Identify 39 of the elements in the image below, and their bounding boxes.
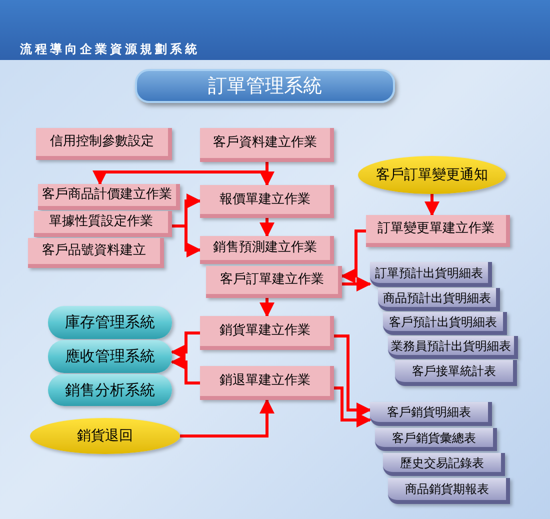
title-pill: 訂單管理系統 (135, 69, 395, 103)
report-document: 業務員預計出貨明細表 (388, 336, 518, 359)
process-box: 銷退單建立作業 (200, 366, 334, 400)
arrow (260, 298, 274, 318)
arrow (334, 334, 372, 418)
arrow (334, 386, 372, 428)
process-box: 銷售預測建立作業 (200, 236, 334, 264)
arrow (342, 276, 372, 292)
arrow (424, 194, 440, 216)
report-document: 客戶銷貨明細表 (370, 402, 492, 426)
system-cylinder: 銷售分析系統 (48, 374, 172, 406)
arrow (260, 218, 274, 238)
subtitle-text: 流程導向企業資源規劃系統 (20, 41, 200, 58)
arrow (172, 224, 202, 258)
arrow (170, 354, 200, 384)
system-cylinder: 庫存管理系統 (48, 306, 172, 339)
event-ellipse: 銷貨退回 (30, 418, 180, 454)
process-box: 信用控制參數設定 (36, 128, 172, 160)
arrow (170, 332, 200, 360)
arrow (180, 398, 274, 438)
arrow (92, 162, 268, 186)
process-box: 報價單建立作業 (200, 185, 334, 218)
process-box: 單據性質設定作業 (34, 211, 172, 237)
report-document: 訂單預計出貨明細表 (370, 262, 492, 287)
report-document: 客戶預計出貨明細表 (383, 312, 507, 335)
process-box: 銷貨單建立作業 (200, 316, 334, 350)
report-document: 商品銷貨期報表 (388, 478, 510, 504)
process-box: 訂單變更單建立作業 (366, 215, 510, 247)
event-ellipse: 客戶訂單變更通知 (358, 156, 506, 194)
process-box: 客戶資料建立作業 (200, 128, 334, 162)
process-box: 客戶商品計價建立作業 (38, 184, 180, 210)
system-cylinder: 應收管理系統 (48, 340, 172, 373)
process-box: 客戶訂單建立作業 (206, 266, 342, 298)
report-document: 客戶銷貨彙總表 (375, 428, 497, 451)
process-box: 客戶品號資料建立 (28, 238, 164, 268)
report-document: 商品預計出貨明細表 (378, 288, 500, 311)
report-document: 歷史交易記錄表 (383, 453, 505, 476)
arrow (340, 230, 366, 284)
report-document: 客戶接單統計表 (395, 360, 517, 386)
